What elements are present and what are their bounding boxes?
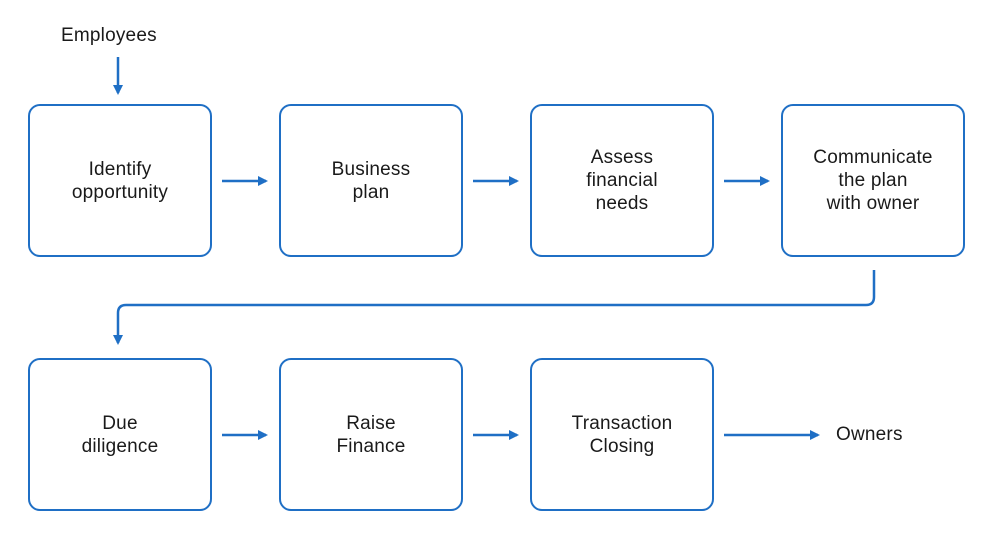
step-label: Communicate the plan with owner	[813, 147, 933, 214]
owners-label: Owners	[836, 424, 903, 445]
step-label: Due diligence	[81, 412, 159, 457]
step-label: Identify opportunity	[71, 158, 169, 203]
step-business-plan: Business plan	[279, 104, 463, 257]
step-identify-opportunity: Identify opportunity	[28, 104, 212, 257]
step-label: Raise Finance	[336, 412, 406, 457]
step-assess-financial-needs: Assess financial needs	[530, 104, 714, 257]
step-label: Business plan	[331, 158, 411, 203]
step-label: Assess financial needs	[586, 147, 658, 214]
arrow-communicate-to-due-diligence	[113, 270, 876, 345]
employees-label: Employees	[61, 25, 157, 46]
step-communicate-plan: Communicate the plan with owner	[781, 104, 965, 257]
step-raise-finance: Raise Finance	[279, 358, 463, 511]
step-label: Transaction Closing	[571, 412, 673, 457]
step-due-diligence: Due diligence	[28, 358, 212, 511]
step-transaction-closing: Transaction Closing	[530, 358, 714, 511]
